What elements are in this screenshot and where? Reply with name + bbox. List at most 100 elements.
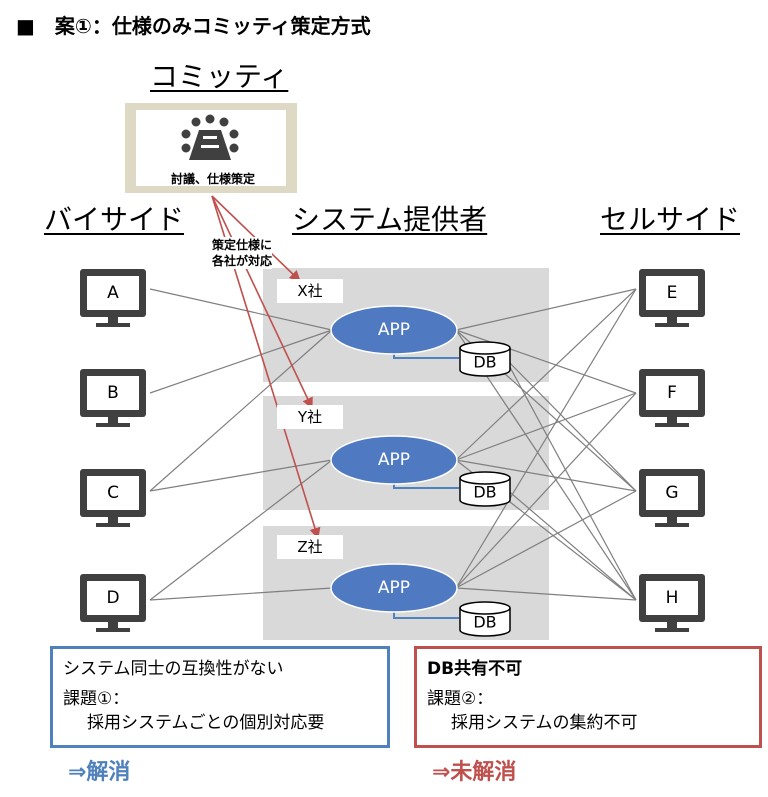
app-label-1: APP [378, 450, 410, 470]
vendors-heading: システム提供者 [292, 203, 488, 236]
monitor-stand [96, 628, 130, 632]
link-app2-g [455, 490, 637, 589]
issue-2-result: ⇒未解消 [432, 760, 517, 785]
company-label-x: X社 [277, 279, 343, 303]
issue-1-detail: 採用システムごとの個別対応要 [87, 713, 325, 733]
link-db1-h [504, 487, 637, 601]
issue-2-detail: 採用システムの集約不可 [451, 713, 638, 733]
terminal-label: F [667, 383, 677, 403]
link-app2-h [455, 587, 637, 601]
company-label-y: Y社 [277, 405, 343, 429]
issue-1-label: 課題①： [63, 689, 130, 709]
monitor-neck [667, 517, 677, 524]
issue-2-label: 課題②： [427, 689, 494, 709]
issue-box-db-sharing: DB共有不可 課題②： 採用システムの集約不可 [414, 646, 762, 748]
db-top [459, 341, 511, 355]
app-label-0: APP [378, 320, 410, 340]
monitor-stand [655, 323, 689, 327]
monitor-neck [667, 317, 677, 324]
monitor-neck [667, 417, 677, 424]
sell-side-heading: セルサイド [600, 203, 741, 236]
db-node-1: DB [459, 471, 511, 507]
link-b-x [149, 329, 333, 394]
monitor-stand [96, 523, 130, 527]
link-app1-g [455, 459, 637, 492]
annotation-label: 策定仕様に 各社が対応 [212, 237, 273, 269]
link-app2-e [455, 288, 637, 589]
monitor-screen [646, 376, 698, 410]
annotation-line-1: 策定仕様に [212, 238, 273, 252]
db-label: DB [473, 613, 496, 632]
page-title: ■ 案①：仕様のみコミッティ策定方式 [16, 14, 371, 38]
link-c-y [149, 459, 333, 492]
db-top [459, 471, 511, 485]
terminal-label: G [665, 483, 678, 503]
link-c-x [149, 329, 333, 492]
monitor-screen [87, 476, 139, 510]
monitor-screen [646, 276, 698, 310]
buy-side-heading: バイサイド [44, 203, 185, 236]
monitor-stand [655, 628, 689, 632]
monitor-neck [108, 622, 118, 629]
issue-1-heading: システム同士の互換性がない [63, 659, 284, 679]
terminal-label: A [107, 283, 119, 303]
db-top [459, 601, 511, 615]
issue-2-heading: DB共有不可 [427, 659, 523, 679]
app-node-0 [330, 305, 458, 355]
db-label: DB [473, 483, 496, 502]
buy-terminal-c: C [80, 469, 146, 527]
link-a-x [149, 288, 333, 331]
app-node-2 [330, 563, 458, 613]
buy-terminal-b: B [80, 369, 146, 427]
monitor-screen [87, 581, 139, 615]
link-app0-f [455, 329, 637, 394]
issue-1-result: ⇒解消 [68, 760, 131, 785]
link-db0-h [504, 357, 637, 601]
terminal-label: B [107, 383, 119, 403]
monitor-neck [108, 317, 118, 324]
terminal-label: C [107, 483, 119, 503]
sell-terminal-f: F [639, 369, 705, 427]
terminal-label: E [667, 283, 678, 303]
db-body [459, 348, 511, 377]
monitor-neck [108, 417, 118, 424]
spec-arrow-1 [211, 195, 313, 410]
issue-box-compatibility: システム同士の互換性がない 課題①： 採用システムごとの個別対応要 [50, 646, 390, 748]
link-app1-f [455, 392, 637, 461]
app-label-2: APP [378, 578, 410, 598]
monitor-screen [87, 376, 139, 410]
monitor-stand [96, 423, 130, 427]
app-node-1 [330, 435, 458, 485]
monitor-screen [646, 581, 698, 615]
db-node-0: DB [459, 341, 511, 377]
db-body [459, 478, 511, 507]
monitor-stand [655, 523, 689, 527]
company-label-z: Z社 [277, 535, 343, 559]
monitor-screen [646, 476, 698, 510]
sell-terminal-e: E [639, 269, 705, 327]
committee-heading: コミッティ [150, 60, 289, 93]
meeting-icon [181, 114, 239, 160]
monitor-stand [655, 423, 689, 427]
buy-terminal-a: A [80, 269, 146, 327]
monitor-neck [108, 517, 118, 524]
monitor-stand [96, 323, 130, 327]
link-db0-g [504, 357, 637, 492]
annotation-line-2: 各社が対応 [212, 254, 273, 268]
link-d-z [149, 587, 333, 601]
sell-terminal-g: G [639, 469, 705, 527]
link-app0-e [455, 288, 637, 331]
link-app1-e [455, 288, 637, 461]
sell-terminal-h: H [639, 574, 705, 632]
buy-terminal-d: D [80, 574, 146, 632]
db-body [459, 608, 511, 637]
terminal-label: D [106, 588, 119, 608]
committee-caption: 討議、仕様策定 [170, 172, 255, 186]
link-app2-f [455, 392, 637, 589]
monitor-neck [667, 622, 677, 629]
db-node-2: DB [459, 601, 511, 637]
db-label: DB [473, 353, 496, 372]
monitor-screen [87, 276, 139, 310]
terminal-label: H [666, 588, 679, 608]
